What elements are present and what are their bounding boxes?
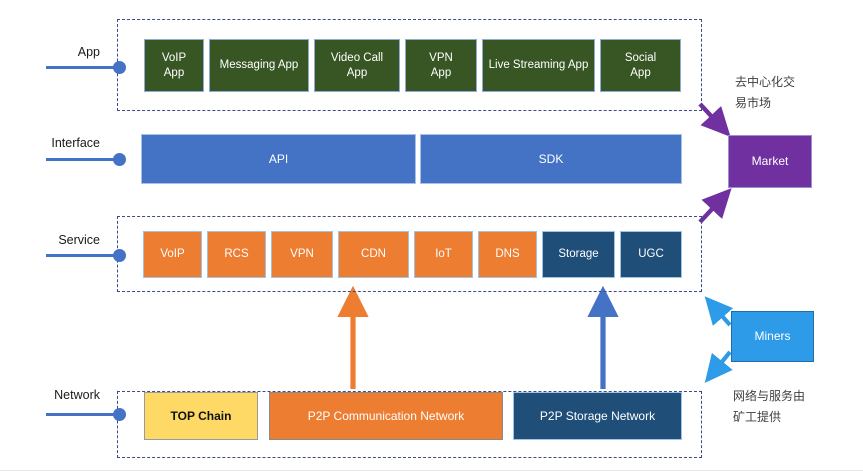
service-block-voip[interactable]: VoIP	[143, 231, 202, 278]
app-block-video-call[interactable]: Video Call App	[314, 39, 400, 92]
service-block-ugc[interactable]: UGC	[620, 231, 682, 278]
axis-label-app: App	[77, 45, 100, 59]
layer-container-network	[117, 391, 702, 458]
app-block-voip[interactable]: VoIP App	[144, 39, 204, 92]
axis-dot-app	[113, 61, 126, 74]
service-block-storage[interactable]: Storage	[542, 231, 615, 278]
miners-box[interactable]: Miners	[731, 311, 814, 362]
interface-block-sdk[interactable]: SDK	[420, 134, 682, 184]
axis-dot-network	[113, 408, 126, 421]
service-block-rcs[interactable]: RCS	[207, 231, 266, 278]
market-note: 去中心化交 易市场	[735, 75, 796, 110]
app-block-messaging[interactable]: Messaging App	[209, 39, 309, 92]
arrow-service-to-market	[698, 188, 732, 224]
axis-label-interface: Interface	[51, 136, 100, 150]
network-block-p2p-storage[interactable]: P2P Storage Network	[513, 392, 682, 440]
service-block-vpn[interactable]: VPN	[271, 231, 333, 278]
app-block-vpn[interactable]: VPN App	[405, 39, 477, 92]
service-block-dns[interactable]: DNS	[478, 231, 537, 278]
service-block-cdn[interactable]: CDN	[338, 231, 409, 278]
interface-block-api[interactable]: API	[141, 134, 416, 184]
axis-dot-service	[113, 249, 126, 262]
axis-label-service: Service	[58, 233, 100, 247]
axis-dot-interface	[113, 153, 126, 166]
arrow-app-to-market	[698, 102, 731, 137]
axis-line-service	[46, 254, 122, 257]
miners-note: 网络与服务由 矿工提供	[733, 389, 806, 424]
service-block-iot[interactable]: IoT	[414, 231, 473, 278]
app-block-live-streaming[interactable]: Live Streaming App	[482, 39, 595, 92]
arrow-miners-to-network	[704, 350, 733, 383]
axis-line-app	[46, 66, 122, 69]
network-block-top-chain[interactable]: TOP Chain	[144, 392, 258, 440]
network-block-p2p-communication[interactable]: P2P Communication Network	[269, 392, 503, 440]
app-block-social[interactable]: Social App	[600, 39, 681, 92]
axis-label-network: Network	[54, 388, 100, 402]
axis-line-interface	[46, 158, 122, 161]
arrow-miners-to-service	[704, 296, 734, 327]
axis-line-network	[46, 413, 122, 416]
market-box[interactable]: Market	[728, 135, 812, 188]
